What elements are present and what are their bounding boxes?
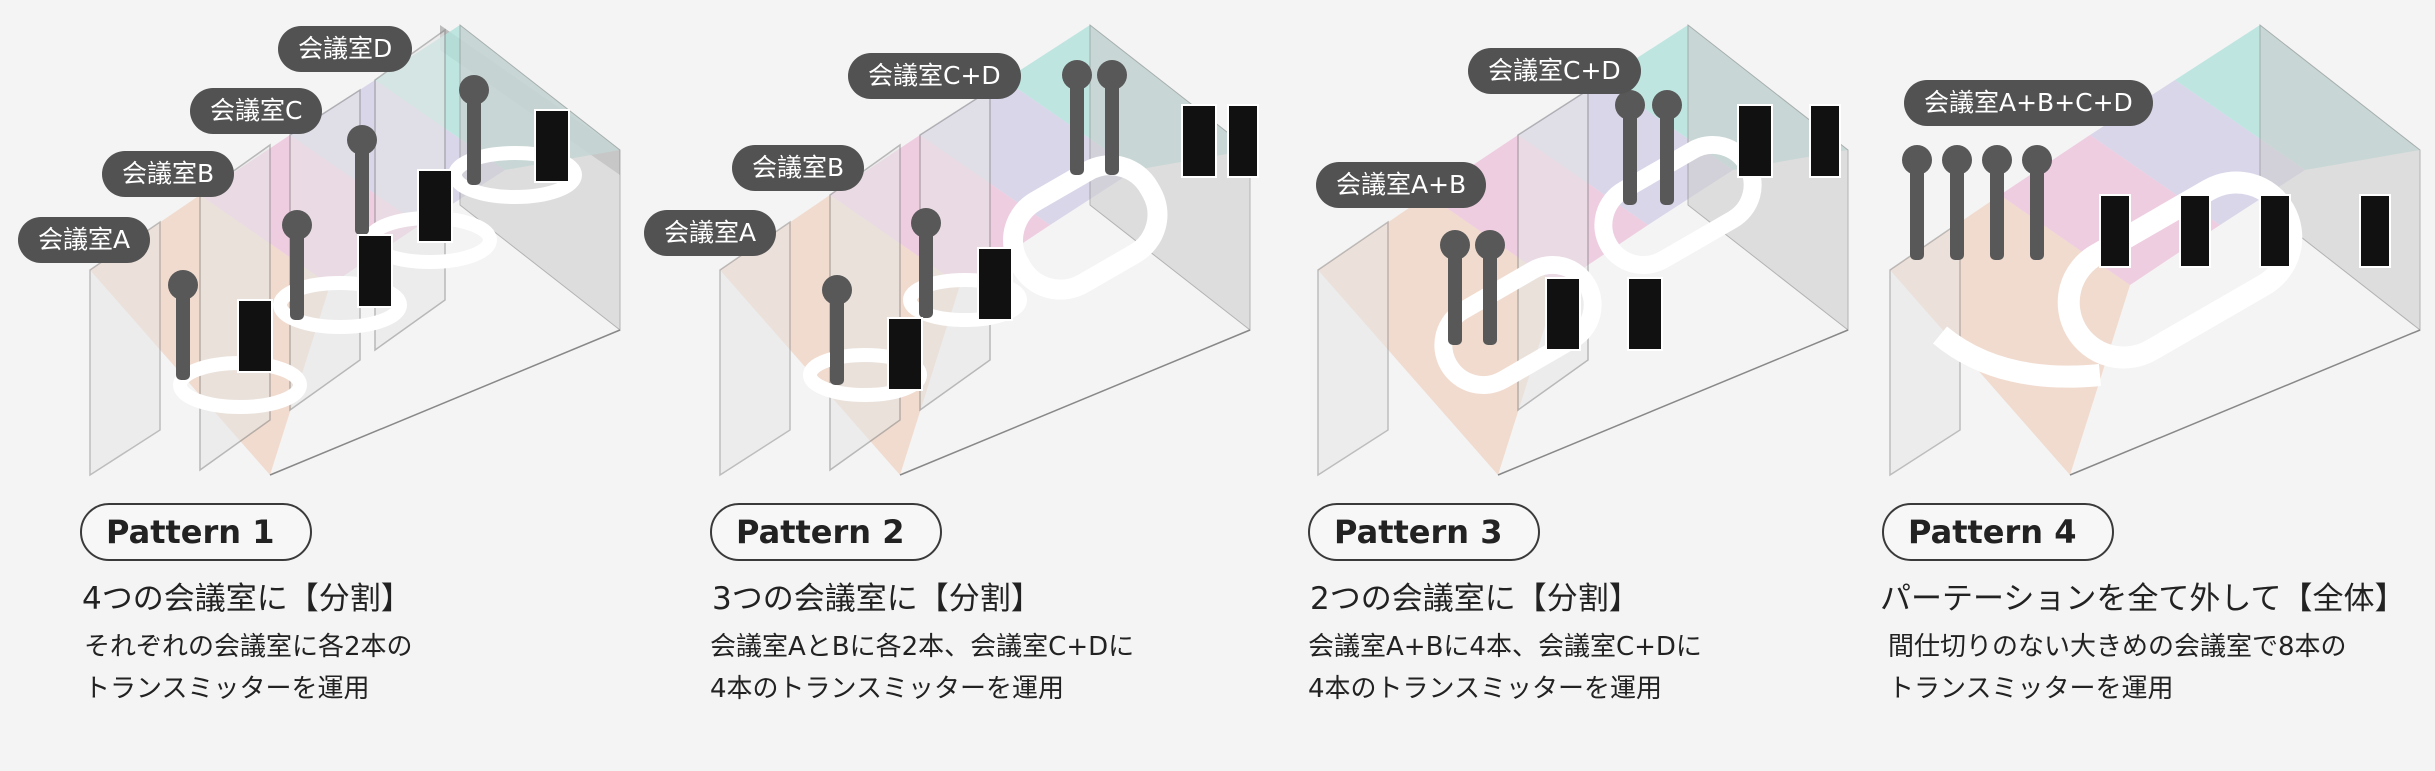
room-label-a-b-c-d: 会議室A+B+C+D (1904, 80, 2153, 126)
room-label-a: 会議室A (18, 217, 151, 263)
pattern-2-room-illustration (719, 23, 1259, 477)
pattern-label: Pattern 4 (1882, 503, 2115, 561)
room-label-b: 会議室B (732, 145, 865, 191)
pattern-3-panel: 会議室C+D 会議室A+B Pattern 3 2つの会議室に【分割】 会議室A… (1228, 0, 1849, 771)
pattern-1-room-illustration (89, 23, 621, 477)
description-line-2: トランスミッターを運用 (1888, 674, 2174, 704)
pattern-description: 会議室AとBに各2本、会議室C+Dに 4本のトランスミッターを運用 (710, 626, 1134, 710)
pattern-label: Pattern 3 (1308, 503, 1541, 561)
room-label-b: 会議室B (102, 151, 235, 197)
room-label-c-d: 会議室C+D (848, 53, 1021, 99)
pattern-4-diagram: 会議室A+B+C+D (1800, 0, 2421, 490)
description-line-2: 4本のトランスミッターを運用 (710, 674, 1065, 704)
room-label-c-d: 会議室C+D (1468, 48, 1641, 94)
pattern-2-diagram: 会議室C+D 会議室B 会議室A (630, 0, 1259, 490)
pattern-4-panel: 会議室A+B+C+D Pattern 4 パーテーションを全て外して【全体】 間… (1800, 0, 2435, 771)
pattern-description: それぞれの会議室に各2本の トランスミッターを運用 (84, 626, 413, 710)
description-line-2: 4本のトランスミッターを運用 (1308, 674, 1663, 704)
room-label-d: 会議室D (278, 26, 413, 72)
pattern-description: 会議室A+Bに4本、会議室C+Dに 4本のトランスミッターを運用 (1308, 626, 1702, 710)
pattern-1-diagram: 会議室D 会議室C 会議室B 会議室A (0, 0, 621, 490)
description-line-1: 会議室A+Bに4本、会議室C+Dに (1308, 632, 1702, 662)
room-label-c: 会議室C (190, 88, 323, 134)
room-label-a-b: 会議室A+B (1316, 162, 1487, 208)
pattern-heading: 4つの会議室に【分割】 (82, 581, 412, 617)
pattern-heading: パーテーションを全て外して【全体】 (1880, 581, 2406, 617)
pattern-1-panel: 会議室D 会議室C 会議室B 会議室A Pattern 1 4つの会議室に【分割… (0, 0, 621, 771)
pattern-label: Pattern 1 (80, 503, 313, 561)
description-line-1: 間仕切りのない大きめの会議室で8本の (1888, 632, 2347, 662)
pattern-description: 間仕切りのない大きめの会議室で8本の トランスミッターを運用 (1888, 626, 2347, 710)
pattern-heading: 3つの会議室に【分割】 (712, 581, 1042, 617)
description-line-1: それぞれの会議室に各2本の (84, 632, 413, 662)
pattern-3-diagram: 会議室C+D 会議室A+B (1228, 0, 1849, 490)
description-line-2: トランスミッターを運用 (84, 674, 370, 704)
description-line-1: 会議室AとBに各2本、会議室C+Dに (710, 632, 1135, 662)
pattern-2-panel: 会議室C+D 会議室B 会議室A Pattern 2 3つの会議室に【分割】 会… (630, 0, 1259, 771)
pattern-3-room-illustration (1317, 23, 1849, 477)
pattern-heading: 2つの会議室に【分割】 (1310, 581, 1640, 617)
pattern-label: Pattern 2 (710, 503, 943, 561)
room-label-a: 会議室A (644, 210, 777, 256)
pattern-4-room-illustration (1889, 23, 2421, 477)
